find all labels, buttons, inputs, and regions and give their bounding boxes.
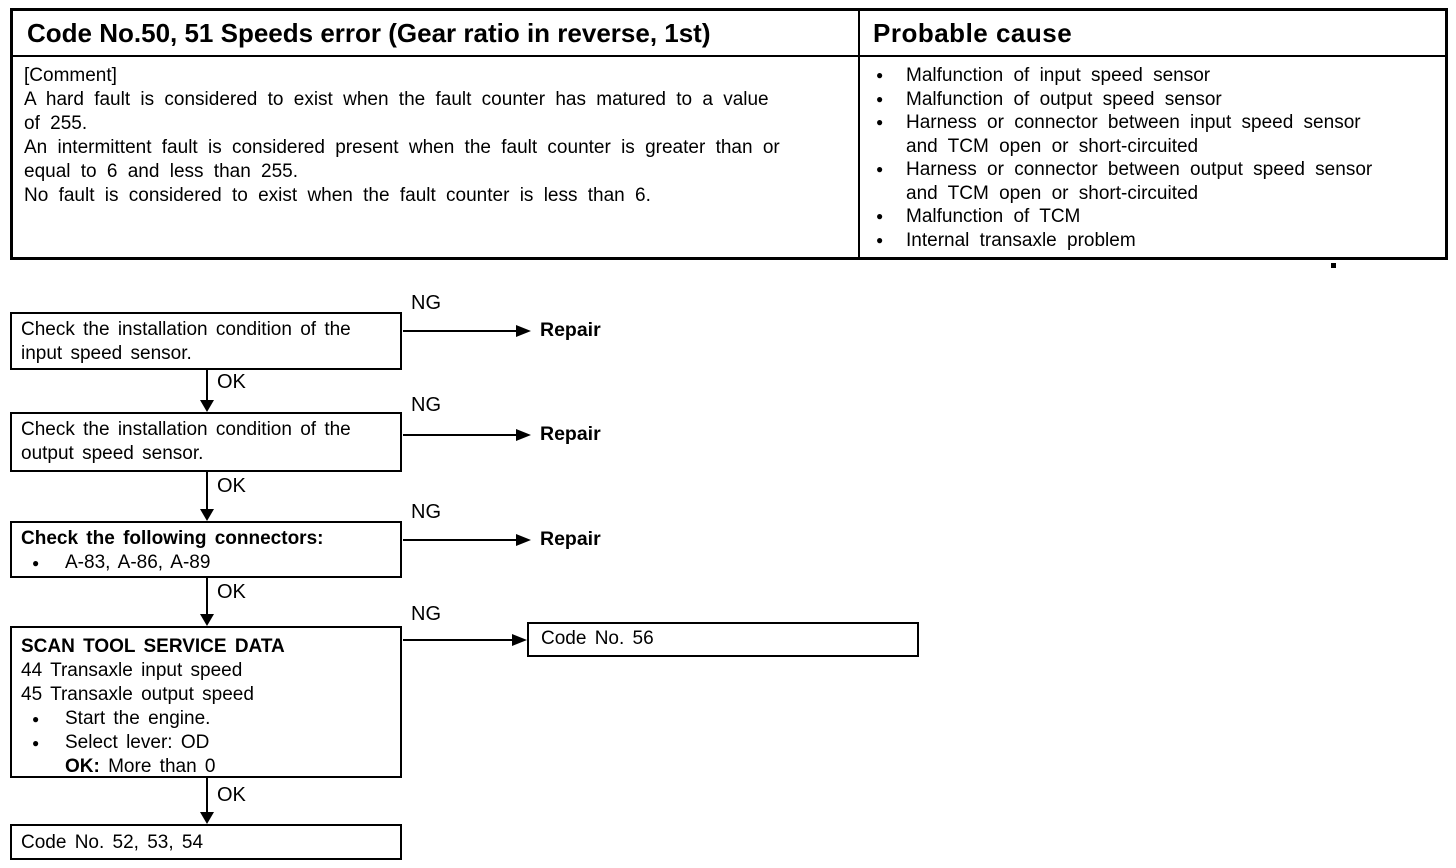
ng-branch-label: NG — [411, 501, 441, 523]
down-arrowhead-icon — [200, 509, 214, 521]
right-arrow-line — [403, 434, 517, 436]
comment-cell: [Comment] A hard fault is considered to … — [24, 64, 850, 208]
bullet-icon: ● — [32, 712, 40, 726]
bullet-icon: ● — [876, 209, 884, 223]
repair-action-label: Repair — [540, 423, 601, 445]
step-text-line: 45 Transaxle output speed — [21, 684, 254, 705]
ng-branch-label: NG — [411, 394, 441, 416]
flow-result-code-56: Code No. 56 — [527, 622, 919, 657]
bullet-icon: ● — [876, 162, 884, 176]
result-text: Code No. 56 — [541, 628, 654, 649]
repair-action-label: Repair — [540, 319, 601, 341]
ng-branch-label: NG — [411, 603, 441, 625]
cause-text: Internal transaxle problem — [906, 229, 1136, 251]
fault-code-title: Code No.50, 51 Speeds error (Gear ratio … — [27, 18, 711, 48]
down-arrow-line — [206, 578, 208, 615]
step-bullet-row: ● A-83, A-86, A-89 — [21, 551, 394, 575]
right-arrow-line — [403, 330, 517, 332]
ng-branch-label: NG — [411, 292, 441, 314]
list-item: ● Malfunction of output speed sensor — [871, 88, 1445, 112]
down-arrow-line — [206, 370, 208, 401]
cause-text: Malfunction of output speed sensor — [906, 88, 1222, 110]
comment-line: No fault is considered to exist when the… — [24, 185, 651, 206]
flow-result-code-52-53-54: Code No. 52, 53, 54 — [10, 824, 402, 860]
flow-step-scan-tool-data: SCAN TOOL SERVICE DATA 44 Transaxle inpu… — [10, 626, 402, 778]
right-arrowhead-icon — [516, 534, 531, 546]
probable-cause-list: ● Malfunction of input speed sensor ● Ma… — [871, 64, 1445, 252]
comment-line: equal to 6 and less than 255. — [24, 161, 299, 182]
ok-criteria-value: More than 0 — [108, 756, 216, 777]
step-bullet-text: Select lever: OD — [65, 732, 210, 753]
down-arrowhead-icon — [200, 812, 214, 824]
down-arrowhead-icon — [200, 614, 214, 626]
comment-line: of 255. — [24, 113, 88, 134]
down-arrowhead-icon — [200, 400, 214, 412]
bullet-icon: ● — [32, 736, 40, 750]
list-item: ● Harness or connector between output sp… — [871, 158, 1445, 205]
right-arrowhead-icon — [516, 325, 531, 337]
flow-step-check-connectors: Check the following connectors: ● A-83, … — [10, 521, 402, 578]
step-text-line: output speed sensor. — [21, 443, 204, 464]
right-arrow-line — [403, 539, 517, 541]
cause-text: Harness or connector between output spee… — [906, 159, 1373, 180]
step-bullet-row: ● Start the engine. — [21, 707, 394, 731]
step-text-line: Check the installation condition of the — [21, 319, 351, 340]
list-item: ● Malfunction of TCM — [871, 205, 1445, 229]
cause-text: Malfunction of input speed sensor — [906, 65, 1211, 86]
flow-step-check-input-sensor: Check the installation condition of the … — [10, 312, 402, 370]
ok-branch-label: OK — [217, 581, 246, 603]
repair-action-label: Repair — [540, 528, 601, 550]
step-title: Check the following connectors: — [21, 528, 324, 549]
step-bullet-row: ● Select lever: OD — [21, 731, 394, 755]
right-arrow-line — [403, 639, 513, 641]
bullet-icon: ● — [876, 91, 884, 106]
ok-branch-label: OK — [217, 371, 246, 393]
cause-text: and TCM open or short-circuited — [906, 182, 1199, 204]
step-title: SCAN TOOL SERVICE DATA — [21, 636, 285, 657]
cause-text: Harness or connector between input speed… — [906, 112, 1361, 133]
comment-line: An intermittent fault is considered pres… — [24, 137, 780, 158]
step-bullet-text: Start the engine. — [65, 708, 211, 729]
down-arrow-line — [206, 472, 208, 510]
bullet-icon: ● — [876, 232, 884, 247]
comment-line: [Comment] — [24, 65, 117, 86]
fault-code-table: Code No.50, 51 Speeds error (Gear ratio … — [10, 8, 1448, 260]
column-divider-line — [858, 11, 860, 257]
bullet-icon: ● — [32, 556, 40, 570]
cause-text: Malfunction of TCM — [906, 206, 1081, 227]
list-item: ● Internal transaxle problem — [871, 229, 1445, 253]
comment-line: A hard fault is considered to exist when… — [24, 89, 769, 110]
right-arrowhead-icon — [516, 429, 531, 441]
header-separator-line — [13, 55, 1445, 57]
scan-artifact-dot — [1331, 263, 1336, 268]
step-text-line: 44 Transaxle input speed — [21, 660, 243, 681]
right-arrowhead-icon — [512, 634, 527, 646]
cause-text: and TCM open or short-circuited — [906, 135, 1199, 157]
flow-step-check-output-sensor: Check the installation condition of the … — [10, 412, 402, 472]
list-item: ● Harness or connector between input spe… — [871, 111, 1445, 158]
probable-cause-header: Probable cause — [873, 18, 1073, 48]
step-text-line: input speed sensor. — [21, 343, 192, 364]
ok-criteria-label: OK: — [65, 756, 100, 777]
result-text: Code No. 52, 53, 54 — [21, 832, 204, 853]
bullet-icon: ● — [876, 68, 884, 82]
ok-branch-label: OK — [217, 784, 246, 806]
ok-criteria: OK: More than 0 — [65, 755, 394, 779]
bullet-icon: ● — [876, 115, 884, 129]
connector-list: A-83, A-86, A-89 — [65, 552, 211, 573]
list-item: ● Malfunction of input speed sensor — [871, 64, 1445, 88]
ok-branch-label: OK — [217, 475, 246, 497]
down-arrow-line — [206, 778, 208, 813]
step-text-line: Check the installation condition of the — [21, 419, 351, 440]
